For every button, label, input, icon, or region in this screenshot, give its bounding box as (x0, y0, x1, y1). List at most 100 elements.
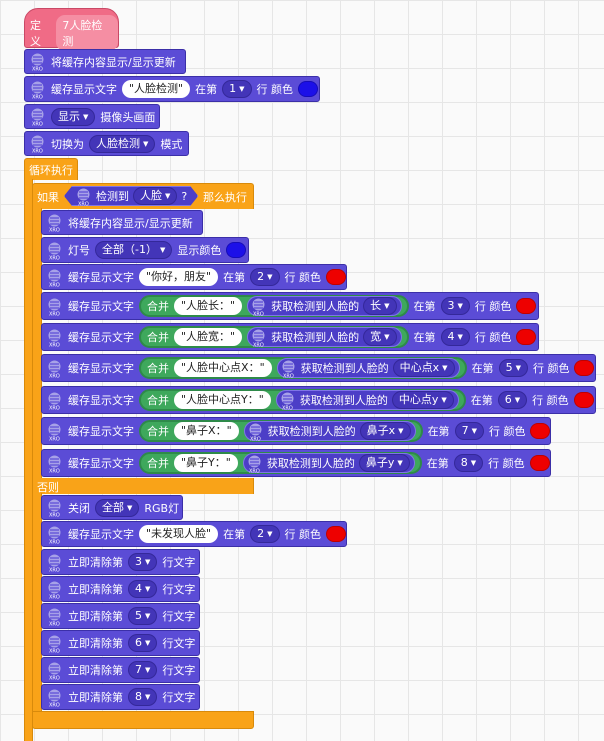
row-value: 5 (505, 361, 513, 374)
row-dropdown[interactable]: 4▼ (128, 580, 158, 598)
text-input[interactable]: "人脸中心点X：" (174, 359, 272, 377)
join-block[interactable]: 合并 "人脸长：" XRO 获取检测到人脸的 长▼ (139, 295, 409, 317)
color-picker-red[interactable] (516, 298, 537, 314)
switch-mode-block[interactable]: XRO 切换为 人脸检测▼ 模式 (24, 131, 189, 156)
cache-display-join-block[interactable]: XRO 缓存显示文字 合并 "人脸长：" XRO 获取检测到人脸的 长▼ 在第 … (41, 292, 539, 320)
text-input[interactable]: "人脸检测" (122, 80, 191, 98)
color-picker-red[interactable] (529, 455, 550, 471)
light-dropdown[interactable]: 全部▼ (95, 498, 140, 517)
svg-text:XRO: XRO (49, 342, 60, 347)
dot-matrix-module-icon: XRO (29, 80, 46, 99)
detect-condition[interactable]: XRO 检测到 人脸▼ ? (64, 186, 198, 210)
property-value: 鼻子x (366, 424, 396, 437)
dot-matrix-module-icon: XRO (75, 187, 92, 206)
row-dropdown[interactable]: 6▼ (497, 391, 528, 409)
row-dropdown[interactable]: 7▼ (454, 422, 484, 440)
text-input[interactable]: "人脸宽：" (174, 328, 243, 346)
color-picker-blue[interactable] (226, 242, 247, 258)
svg-text:XRO: XRO (282, 405, 293, 410)
row-dropdown[interactable]: 5▼ (498, 359, 528, 377)
row-dropdown[interactable]: 3▼ (128, 553, 158, 571)
color-picker-red[interactable] (574, 360, 595, 376)
dot-matrix-module-icon: XRO (247, 422, 264, 441)
row-dropdown[interactable]: 7▼ (128, 661, 158, 679)
text-input[interactable]: "未发现人脸" (139, 525, 219, 543)
svg-text:XRO: XRO (49, 567, 60, 572)
join-block[interactable]: 合并 "人脸中心点X：" XRO 获取检测到人脸的 中心点x▼ (139, 357, 467, 379)
chevron-down-icon: ▼ (145, 585, 151, 593)
row-dropdown[interactable]: 5▼ (128, 607, 158, 625)
row-dropdown[interactable]: 2▼ (250, 268, 280, 286)
chevron-down-icon: ▼ (442, 364, 448, 372)
dot-matrix-module-icon: XRO (280, 359, 297, 378)
cache-display-join-block[interactable]: XRO 缓存显示文字 合并 "人脸中心点X：" XRO 获取检测到人脸的 中心点… (41, 354, 596, 382)
join-block[interactable]: 合并 "鼻子Y：" XRO 获取检测到人脸的 鼻子y▼ (139, 452, 422, 474)
property-dropdown[interactable]: 中心点y▼ (391, 391, 454, 409)
color-picker-red[interactable] (326, 526, 347, 542)
color-picker-red[interactable] (573, 392, 594, 408)
mode-dropdown[interactable]: 人脸检测▼ (89, 134, 156, 153)
cache-display-join-block[interactable]: XRO 缓存显示文字 合并 "鼻子X：" XRO 获取检测到人脸的 鼻子x▼ 在… (41, 417, 551, 445)
text-input[interactable]: "你好，朋友" (139, 268, 219, 286)
cache-display-text-block[interactable]: XRO 缓存显示文字 "未发现人脸" 在第 2▼ 行 颜色 (41, 521, 347, 547)
show-dropdown[interactable]: 显示▼ (51, 107, 96, 126)
dot-matrix-module-icon: XRO (250, 297, 267, 316)
light-color-block[interactable]: XRO 灯号 全部（-1）▼ 显示颜色 (41, 237, 249, 263)
cache-display-join-block[interactable]: XRO 缓存显示文字 合并 "人脸中心点Y：" XRO 获取检测到人脸的 中心点… (41, 386, 596, 414)
show-camera-block[interactable]: XRO 显示▼ 摄像头画面 (24, 104, 160, 129)
row-dropdown[interactable]: 4▼ (440, 328, 470, 346)
row-dropdown[interactable]: 6▼ (128, 634, 158, 652)
join-block[interactable]: 合并 "人脸宽：" XRO 获取检测到人脸的 宽▼ (139, 326, 409, 348)
row-dropdown[interactable]: 8▼ (128, 688, 158, 706)
dot-matrix-module-icon: XRO (46, 634, 63, 653)
face-property-reporter[interactable]: XRO 获取检测到人脸的 长▼ (247, 296, 402, 316)
cache-display-join-block[interactable]: XRO 缓存显示文字 合并 "鼻子Y：" XRO 获取检测到人脸的 鼻子y▼ 在… (41, 449, 551, 477)
color-picker-blue[interactable] (298, 81, 319, 97)
row-dropdown[interactable]: 1▼ (222, 80, 252, 98)
procedure-name[interactable]: 7人脸检测 (56, 15, 118, 51)
text-input[interactable]: "鼻子X：" (174, 422, 239, 440)
cache-display-join-block[interactable]: XRO 缓存显示文字 合并 "人脸宽：" XRO 获取检测到人脸的 宽▼ 在第 … (41, 323, 539, 351)
svg-text:XRO: XRO (32, 122, 43, 127)
property-dropdown[interactable]: 中心点x▼ (392, 359, 455, 377)
join-block[interactable]: 合并 "人脸中心点Y：" XRO 获取检测到人脸的 中心点y▼ (139, 389, 466, 411)
text-input[interactable]: "鼻子Y：" (174, 454, 238, 472)
color-picker-red[interactable] (326, 269, 347, 285)
get-face-label: 获取检测到人脸的 (299, 394, 388, 407)
property-dropdown[interactable]: 鼻子x▼ (359, 422, 411, 440)
refresh-display-block[interactable]: XRO 将缓存内容显示/显示更新 (24, 49, 186, 74)
property-dropdown[interactable]: 鼻子y▼ (358, 454, 410, 472)
face-property-reporter[interactable]: XRO 获取检测到人脸的 宽▼ (247, 327, 402, 347)
face-property-reporter[interactable]: XRO 获取检测到人脸的 鼻子x▼ (243, 421, 416, 441)
text-input[interactable]: "人脸中心点Y：" (174, 391, 271, 409)
light-dropdown[interactable]: 全部（-1）▼ (95, 241, 173, 259)
cache-display-text-block[interactable]: XRO 缓存显示文字 "人脸检测" 在第 1▼ 行 颜色 (24, 76, 320, 102)
face-property-reporter[interactable]: XRO 获取检测到人脸的 中心点y▼ (275, 390, 459, 410)
forever-loop-block[interactable] (24, 158, 78, 180)
row-dropdown[interactable]: 2▼ (250, 525, 280, 543)
dot-matrix-module-icon: XRO (46, 359, 63, 378)
face-property-reporter[interactable]: XRO 获取检测到人脸的 中心点x▼ (276, 358, 460, 378)
refresh-display-block[interactable]: XRO 将缓存内容显示/显示更新 (41, 210, 203, 235)
row-dropdown[interactable]: 8▼ (453, 454, 484, 472)
property-dropdown[interactable]: 长▼ (363, 297, 397, 315)
text-input[interactable]: "人脸长：" (174, 297, 243, 315)
property-dropdown[interactable]: 宽▼ (363, 328, 397, 346)
cache-display-text-block[interactable]: XRO 缓存显示文字 "你好，朋友" 在第 2▼ 行 颜色 (41, 264, 347, 290)
turn-off-rgb-block[interactable]: XRO 关闭 全部▼ RGB灯 (41, 495, 183, 520)
face-property-reporter[interactable]: XRO 获取检测到人脸的 鼻子y▼ (242, 453, 415, 473)
row-text-label: 行文字 (162, 691, 196, 704)
row-dropdown[interactable]: 3▼ (440, 297, 470, 315)
define-procedure-hat[interactable]: 定义 7人脸检测 (24, 8, 119, 51)
color-picker-red[interactable] (516, 329, 537, 345)
join-block[interactable]: 合并 "鼻子X：" XRO 获取检测到人脸的 鼻子x▼ (139, 420, 423, 442)
color-picker-red[interactable] (530, 423, 550, 439)
svg-text:XRO: XRO (49, 311, 60, 316)
detect-target-dropdown[interactable]: 人脸▼ (133, 187, 177, 205)
